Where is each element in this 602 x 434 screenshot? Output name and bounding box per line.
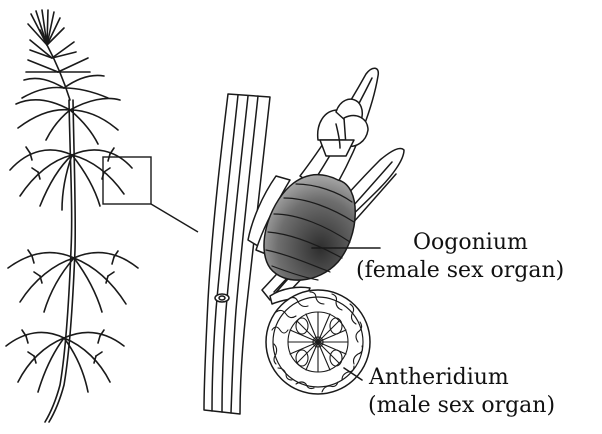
oogonium-sublabel: (female sex organ): [356, 258, 565, 283]
oogonium: [263, 173, 356, 281]
magnify-box: [102, 156, 152, 205]
oogonium-label: Oogonium: [413, 230, 528, 255]
oogonium-corona: [316, 98, 369, 157]
magnify-connector: [150, 203, 199, 233]
antheridium-leader: [343, 367, 363, 381]
magnify-inset: [102, 156, 199, 233]
enlarged-node: [203, 67, 405, 415]
antheridium-sublabel: (male sex organ): [368, 393, 556, 418]
stem-segment: [203, 93, 271, 415]
antheridium: [265, 289, 371, 395]
antheridium-label: Antheridium: [369, 365, 509, 390]
plant-thallus: [5, 9, 139, 423]
